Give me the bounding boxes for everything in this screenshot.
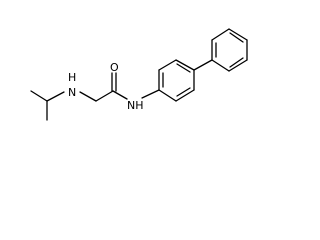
benzene-ring-2 xyxy=(211,28,248,72)
bond-nh-to-ring xyxy=(141,89,160,99)
bond-ch2-to-carbonyl xyxy=(95,90,114,102)
molecule-diagram: H N O NH xyxy=(30,28,248,121)
carbonyl-o-label: O xyxy=(110,61,119,74)
bond-n-to-ch2 xyxy=(79,91,97,102)
bond-biaryl xyxy=(193,59,213,71)
bond-ch-to-n xyxy=(46,91,65,102)
bond-carbonyl-to-nh xyxy=(112,90,128,100)
amine-n-label: N xyxy=(68,86,76,99)
amine-h-label: H xyxy=(68,71,76,84)
benzene-ring-1 xyxy=(158,59,195,102)
bond-methyl-upper xyxy=(30,90,48,102)
amide-nh-label: NH xyxy=(127,99,144,112)
